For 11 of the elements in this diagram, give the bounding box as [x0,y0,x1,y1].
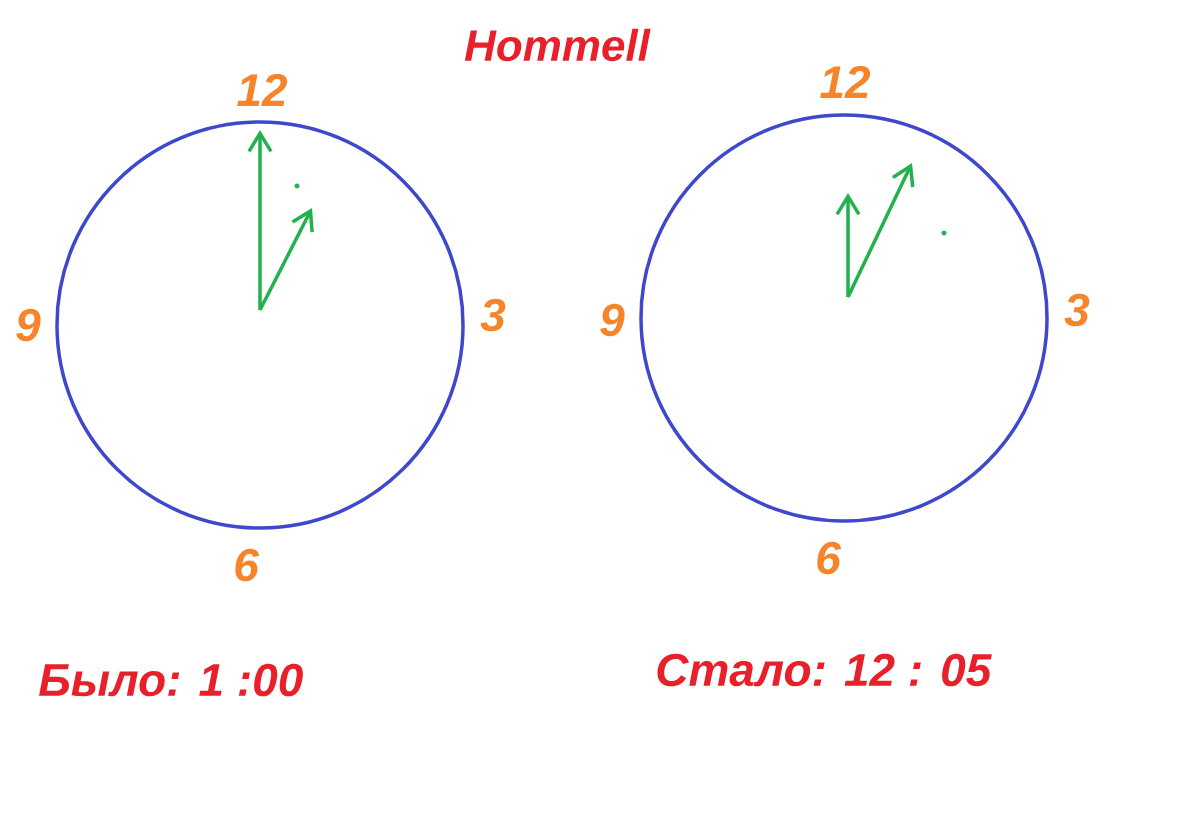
clock-number: 3 [480,298,506,332]
time-caption: Было: 1 :00 [39,663,303,697]
clock-number: 12 [237,73,288,107]
author-name: Hommell [464,28,651,62]
clock-number: 9 [600,303,625,337]
clock-number: 3 [1064,293,1090,327]
clock-number: 9 [16,308,41,342]
clock-number: 6 [235,548,260,582]
clock-number: 6 [817,541,842,575]
clock-number: 12 [820,65,871,99]
time-caption: Стало: 12 : 05 [657,653,992,687]
